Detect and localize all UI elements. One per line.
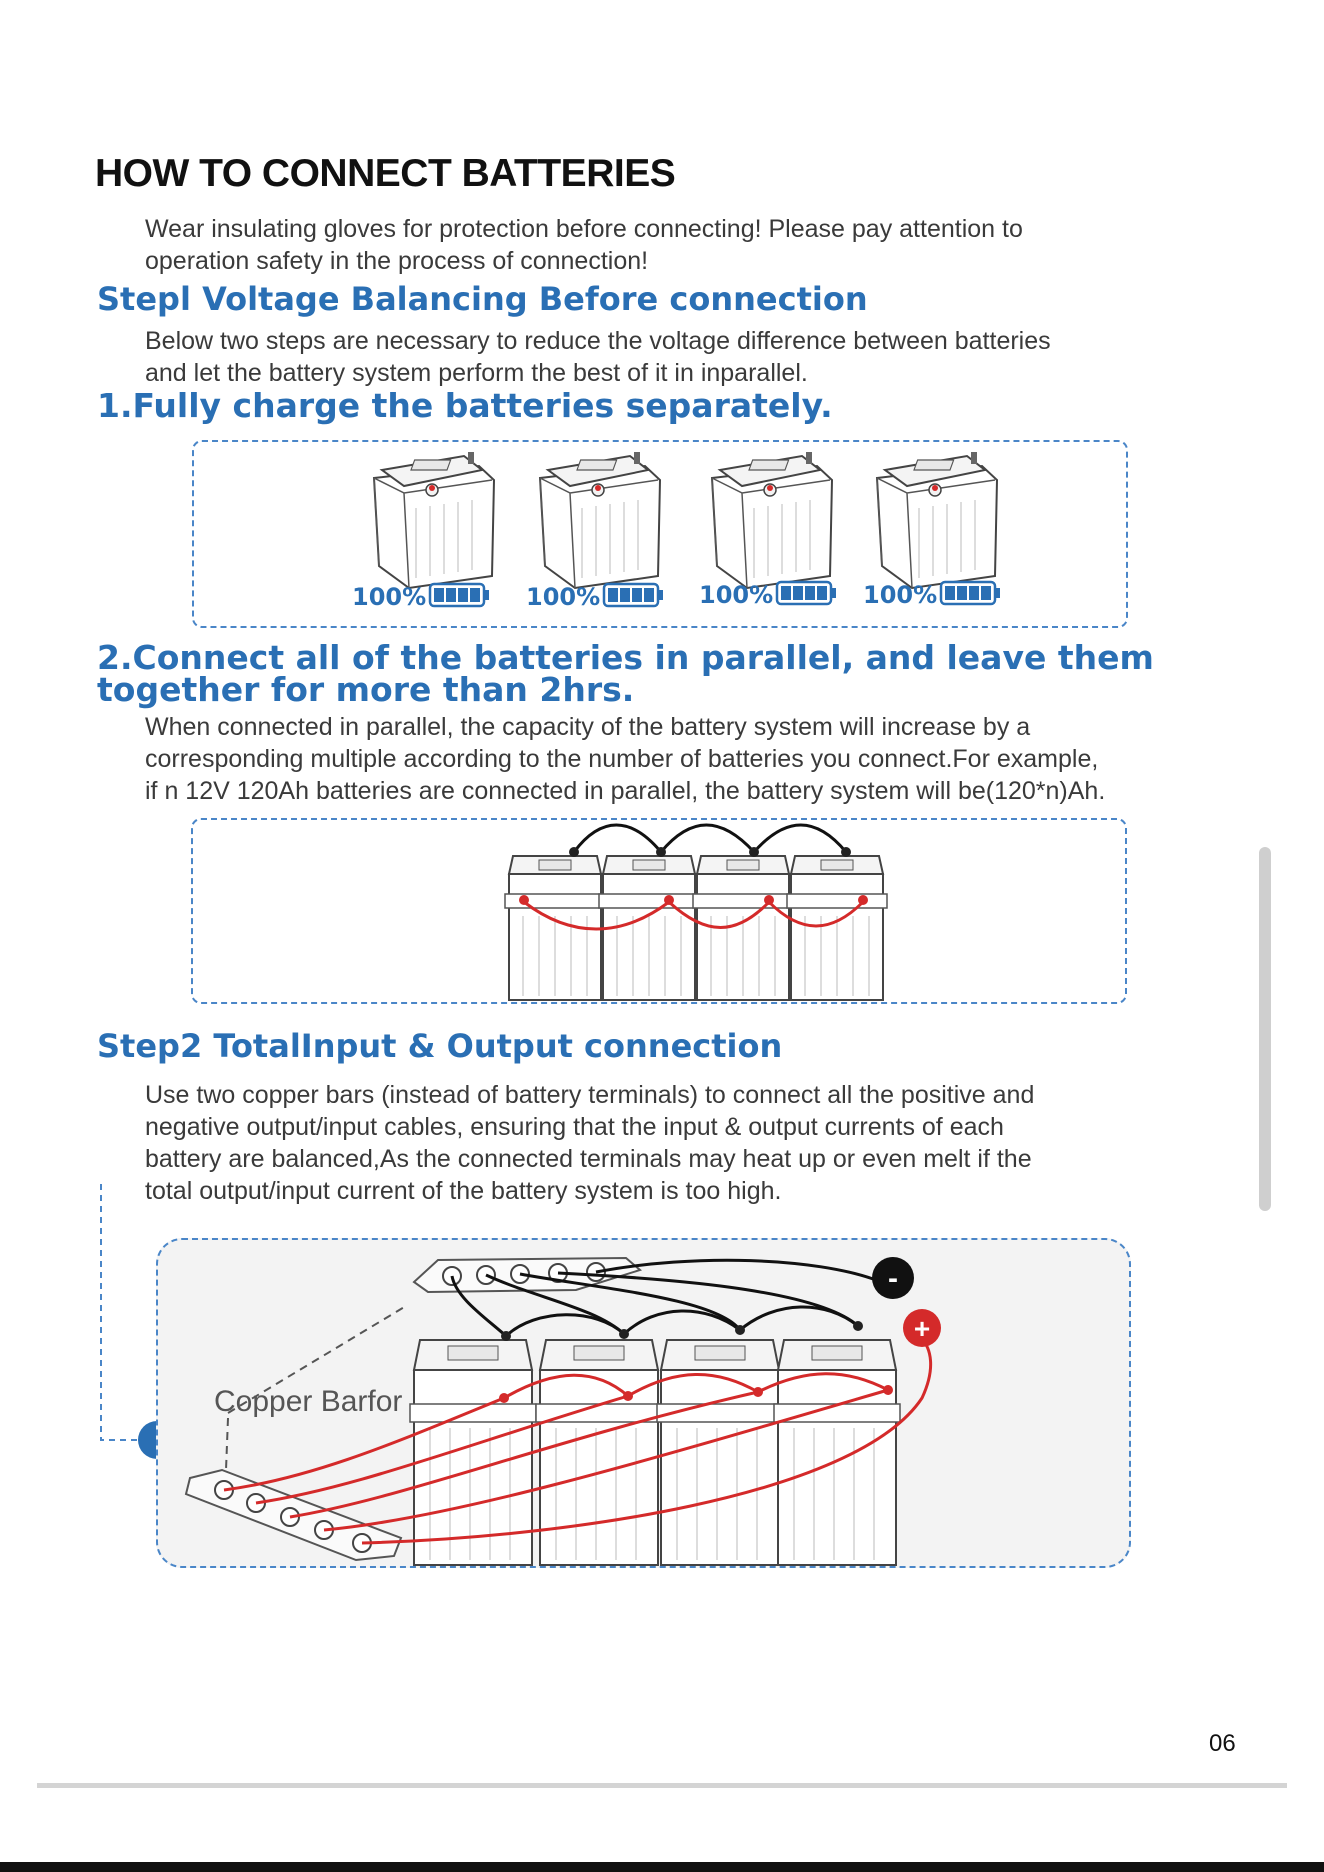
footer-divider — [37, 1783, 1287, 1788]
battery-bank-unit-2 — [536, 1340, 662, 1565]
page-title: HOW TO CONNECT BATTERIES — [95, 152, 675, 196]
copper-bar-label: Copper Barfor — [214, 1385, 402, 1419]
full-battery-icon — [941, 582, 1000, 604]
safety-note-line-1: Wear insulating gloves for protection be… — [145, 213, 1023, 245]
step2-description-line-2: negative output/input cables, ensuring t… — [145, 1111, 1004, 1143]
item2-description-line-3: if n 12V 120Ah batteries are connected i… — [145, 775, 1105, 807]
battery-unit-2 — [540, 452, 660, 588]
full-battery-icon — [604, 584, 663, 606]
step1-description-line-1: Below two steps are necessary to reduce … — [145, 325, 1051, 357]
full-battery-icon — [430, 584, 489, 606]
parallel-battery-3 — [693, 856, 793, 1000]
negative-terminal-icon: - — [872, 1257, 914, 1299]
step2-description-line-1: Use two copper bars (instead of battery … — [145, 1079, 1034, 1111]
battery-unit-4 — [877, 452, 997, 588]
item2-description-line-1: When connected in parallel, the capacity… — [145, 711, 1030, 743]
charge-label-4: 100% — [863, 581, 937, 609]
step1-description-line-2: and let the battery system perform the b… — [145, 357, 808, 389]
charge-label-1: 100% — [352, 583, 426, 611]
negative-parallel-cables — [574, 825, 846, 852]
step2-description-line-4: total output/input current of the batter… — [145, 1175, 781, 1207]
scrollbar-thumb[interactable] — [1259, 847, 1271, 1211]
step1-heading: Stepl Voltage Balancing Before connectio… — [97, 280, 868, 318]
positive-terminal-icon: + — [903, 1309, 941, 1347]
parallel-battery-4 — [787, 856, 887, 1000]
charge-label-3: 100% — [699, 581, 773, 609]
item2-description-line-2: corresponding multiple according to the … — [145, 743, 1098, 775]
charge-label-2: 100% — [526, 583, 600, 611]
item1-heading: 1.Fully charge the batteries separately. — [97, 386, 833, 425]
battery-bank-unit-1 — [410, 1340, 536, 1565]
bottom-edge-bar — [0, 1862, 1324, 1872]
separate-batteries-illustration — [192, 440, 1128, 628]
battery-unit-1 — [374, 452, 494, 588]
page-number: 06 — [1209, 1730, 1236, 1758]
svg-text:+: + — [914, 1313, 930, 1344]
parallel-batteries-illustration — [191, 818, 1127, 1004]
item2-heading-line-2: together for more than 2hrs. — [97, 670, 634, 709]
full-battery-icon — [777, 582, 836, 604]
battery-unit-3 — [712, 452, 832, 588]
svg-text:-: - — [888, 1262, 898, 1295]
safety-note-line-2: operation safety in the process of conne… — [145, 245, 648, 277]
step2-heading: Step2 TotalInput & Output connection — [97, 1027, 782, 1065]
step2-description-line-3: battery are balanced,As the connected te… — [145, 1143, 1032, 1175]
